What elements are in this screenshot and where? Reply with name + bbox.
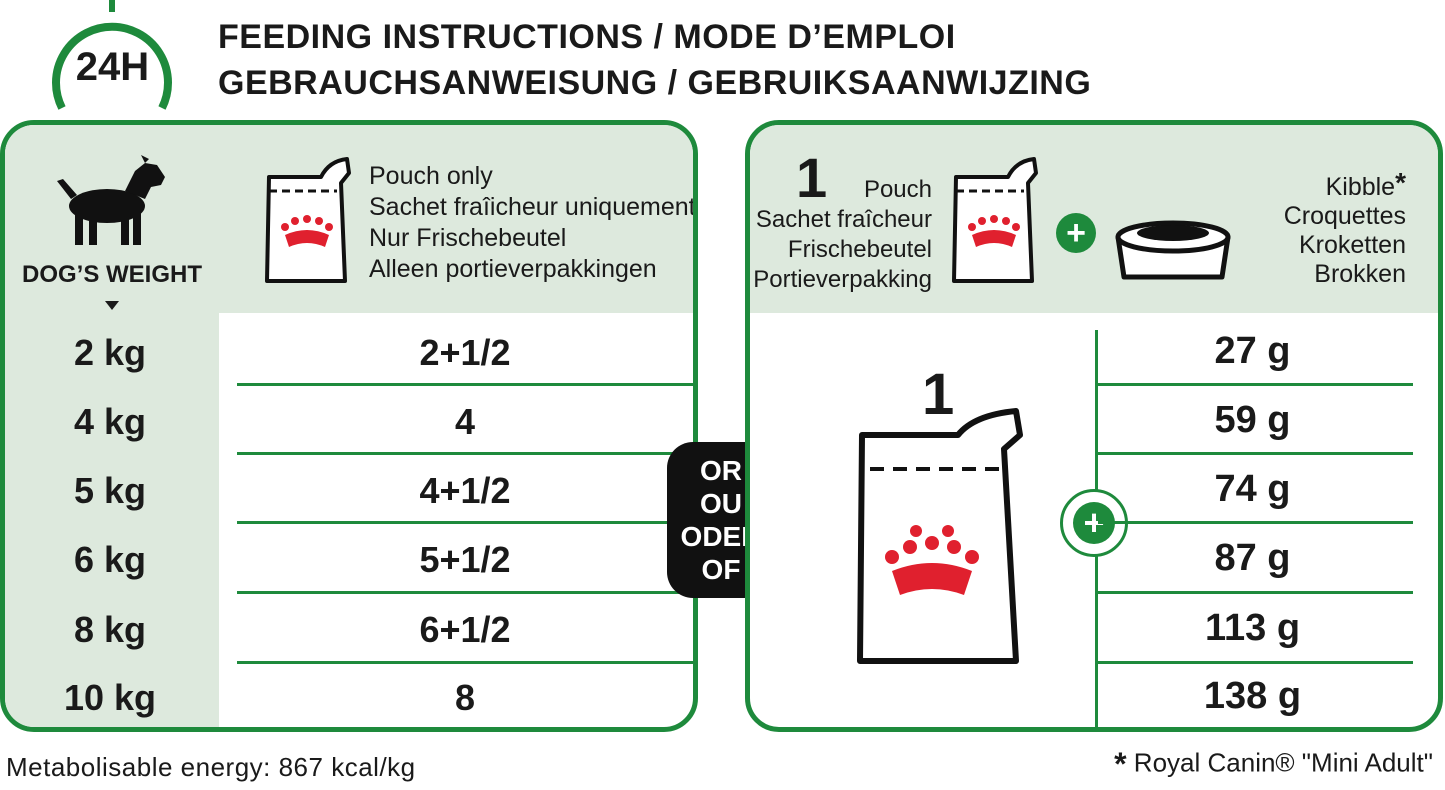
pouch-amount-cell: 4+1/2: [419, 470, 511, 511]
kibble-line: Croquettes: [1283, 202, 1406, 230]
pouch-amount-cell: 6+1/2: [419, 609, 511, 650]
pouch-amount-cell: 8: [454, 677, 476, 718]
weight-cell: 6 kg: [73, 539, 147, 580]
or-line: OF: [701, 554, 741, 585]
or-line: OU: [700, 488, 742, 519]
kibble-line: Kibble: [1325, 173, 1396, 201]
title-line-1: FEEDING INSTRUCTIONS / MODE D’EMPLOI: [218, 18, 956, 56]
kibble-gram-cell: 113 g: [1204, 607, 1301, 649]
dogs-weight-label: DOG’S WEIGHT: [22, 261, 202, 288]
pouch-line: Pouch only: [369, 162, 493, 190]
pouch-and-kibble-panel: 1 Pouch Sachet fraîcheur Frischebeutel P…: [745, 120, 1443, 732]
big-pouch-count: 1: [922, 362, 955, 427]
kibble-gram-cell: 59 g: [1214, 399, 1291, 441]
kibble-asterisk: *: [1395, 167, 1406, 198]
clock-label: 24H: [75, 45, 150, 89]
large-pouch-icon: [854, 407, 1034, 667]
kibble-gram-cell: 27 g: [1214, 330, 1291, 372]
weight-cell: 2 kg: [73, 332, 147, 373]
title-line-2: GEBRAUCHSANWEISUNG / GEBRUIKSAANWIJZING: [218, 64, 1092, 102]
pouch-amount-cell: 2+1/2: [419, 332, 511, 373]
kibble-gram-cell: 87 g: [1214, 537, 1291, 579]
kibble-line: Kroketten: [1298, 231, 1406, 259]
clock-24h-icon: 24H: [40, 0, 185, 112]
pouch-line: Alleen portieverpakkingen: [369, 255, 657, 283]
pouch-count: 1: [796, 146, 828, 209]
pouch-line: Nur Frischebeutel: [369, 224, 567, 252]
pouch-icon: [950, 155, 1042, 285]
pouch-line: Frischebeutel: [787, 236, 932, 263]
energy-note: Metabolisable energy: 867 kcal/kg: [6, 752, 416, 782]
pouch-line: Sachet fraîcheur: [755, 206, 932, 233]
pouch-amount-cell: 4: [454, 401, 476, 442]
down-arrow-icon: [105, 301, 119, 310]
kibble-line: Brokken: [1314, 260, 1406, 288]
pouch-icon: [263, 155, 355, 285]
weight-cell: 5 kg: [73, 470, 147, 511]
pouch-line: Portieverpakking: [753, 266, 932, 293]
weight-cell: 8 kg: [73, 609, 147, 650]
pouch-amount-cell: 5+1/2: [419, 539, 511, 580]
footnote-text: Royal Canin® "Mini Adult": [1133, 747, 1433, 778]
dog-icon: [55, 151, 175, 251]
pouch-line: Pouch: [863, 176, 932, 203]
kibble-bowl-icon: [1110, 197, 1236, 287]
pouch-only-panel: DOG’S WEIGHT Pouch only Sachet fraîicheu…: [0, 120, 698, 732]
pouch-line: Sachet fraîicheur uniquement: [369, 193, 696, 221]
kibble-gram-cell: 74 g: [1214, 468, 1291, 510]
or-line: OR: [700, 455, 742, 486]
weight-cell: 10 kg: [63, 677, 157, 718]
kibble-gram-cell: 138 g: [1203, 675, 1302, 717]
weight-cell: 4 kg: [73, 401, 147, 442]
footnote-asterisk: *: [1114, 746, 1127, 782]
plus-icon: +: [1056, 213, 1096, 253]
